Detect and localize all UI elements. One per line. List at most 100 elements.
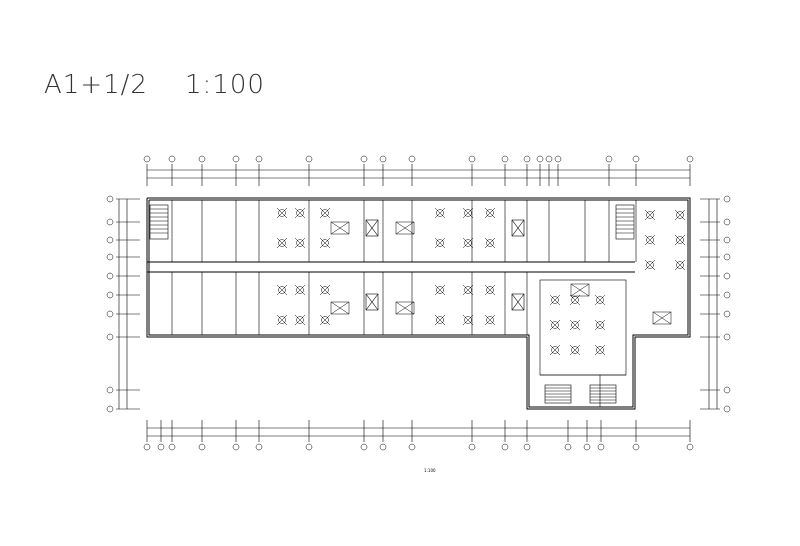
desk-pod bbox=[569, 344, 581, 356]
desk-pod-arm bbox=[569, 319, 581, 331]
desk-pod-arm bbox=[434, 237, 446, 249]
axis-bubble bbox=[408, 155, 416, 163]
desk-pod bbox=[294, 207, 306, 219]
axis-bubble bbox=[632, 443, 640, 451]
axis-bubble bbox=[255, 443, 263, 451]
side-dimension-lines bbox=[116, 198, 720, 410]
axis-bubble bbox=[554, 155, 562, 163]
desk-pod-hub bbox=[278, 316, 286, 324]
stair-elevator-cores bbox=[149, 204, 635, 404]
desk-pod-hub bbox=[436, 209, 444, 217]
desk-pod bbox=[319, 237, 331, 249]
desk-pod-hub bbox=[486, 286, 494, 294]
grid-axis-bubbles bbox=[106, 155, 731, 451]
desk-pod-hub bbox=[321, 286, 329, 294]
desk-pod-arm bbox=[674, 259, 686, 271]
axis-bubble bbox=[536, 155, 544, 163]
desk-pod-hub bbox=[646, 236, 654, 244]
desk-pod-arm bbox=[484, 207, 496, 219]
axis-bubble bbox=[468, 443, 476, 451]
desk-pod-hub bbox=[278, 209, 286, 217]
desk-pod bbox=[434, 314, 446, 326]
elevator-mark bbox=[365, 219, 379, 237]
desk-pod bbox=[644, 209, 656, 221]
desk-pod-arm bbox=[644, 234, 656, 246]
desk-pod-arm bbox=[294, 237, 306, 249]
desk-pod bbox=[294, 237, 306, 249]
bottom-dimension-line bbox=[146, 420, 691, 442]
desk-pod bbox=[319, 207, 331, 219]
axis-bubble bbox=[408, 443, 416, 451]
desk-pod-hub bbox=[464, 316, 472, 324]
desk-pod bbox=[462, 237, 474, 249]
desk-pod-hub bbox=[278, 286, 286, 294]
axis-bubble bbox=[168, 443, 176, 451]
meeting-table bbox=[395, 221, 415, 235]
meeting-table-mark bbox=[330, 301, 350, 315]
desk-pod-arm bbox=[549, 294, 561, 306]
desk-pod bbox=[549, 294, 561, 306]
desk-pod bbox=[569, 294, 581, 306]
axis-bubble bbox=[723, 218, 731, 226]
axis-bubble bbox=[597, 443, 605, 451]
desk-pod-hub bbox=[596, 296, 604, 304]
axis-bubble bbox=[305, 155, 313, 163]
desk-pod-arm bbox=[644, 259, 656, 271]
desk-pod-arm bbox=[434, 207, 446, 219]
meeting-table bbox=[652, 311, 672, 325]
desk-pod-arm bbox=[462, 314, 474, 326]
elevator-core bbox=[365, 219, 379, 237]
elevator-core bbox=[511, 219, 525, 237]
meeting-table-mark bbox=[570, 283, 590, 297]
desk-pod bbox=[674, 209, 686, 221]
axis-bubble bbox=[686, 155, 694, 163]
desk-pod bbox=[294, 314, 306, 326]
meeting-table-outline bbox=[330, 221, 350, 235]
desk-pod-arm bbox=[434, 284, 446, 296]
sheet-size-scale-label: A1+1/2 1:100 bbox=[44, 70, 265, 100]
desk-pod-hub bbox=[646, 211, 654, 219]
meeting-table-outline bbox=[652, 311, 672, 325]
stair-core bbox=[149, 204, 169, 240]
axis-bubble bbox=[106, 236, 114, 244]
axis-bubble bbox=[686, 443, 694, 451]
meeting-table bbox=[330, 301, 350, 315]
stair-core bbox=[544, 384, 572, 404]
exterior-wall bbox=[146, 197, 691, 410]
desk-pod-hub bbox=[321, 209, 329, 217]
axis-bubble bbox=[501, 443, 509, 451]
desk-pod-arm bbox=[594, 294, 606, 306]
furniture-clusters bbox=[276, 207, 686, 356]
desk-pod-hub bbox=[551, 296, 559, 304]
desk-pod-hub bbox=[571, 321, 579, 329]
axis-bubble bbox=[723, 310, 731, 318]
desk-pod bbox=[644, 234, 656, 246]
axis-bubble bbox=[360, 443, 368, 451]
desk-pod bbox=[594, 344, 606, 356]
desk-pod-hub bbox=[321, 239, 329, 247]
desk-pod-hub bbox=[676, 236, 684, 244]
axis-bubble bbox=[723, 253, 731, 261]
desk-pod-arm bbox=[319, 284, 331, 296]
desk-pod-arm bbox=[294, 284, 306, 296]
desk-pod-hub bbox=[296, 316, 304, 324]
meeting-table-mark bbox=[395, 221, 415, 235]
axis-bubble bbox=[143, 155, 151, 163]
axis-bubble bbox=[106, 405, 114, 413]
axis-bubble bbox=[468, 155, 476, 163]
desk-pod-arm bbox=[319, 207, 331, 219]
elevator-core bbox=[365, 293, 379, 311]
desk-pod-hub bbox=[278, 239, 286, 247]
axis-bubble bbox=[106, 253, 114, 261]
desk-pod bbox=[434, 284, 446, 296]
desk-pod-arm bbox=[569, 344, 581, 356]
axis-bubble bbox=[106, 272, 114, 280]
axis-bubble bbox=[255, 155, 263, 163]
axis-bubble bbox=[545, 155, 553, 163]
axis-bubble bbox=[523, 155, 531, 163]
desk-pod-arm bbox=[276, 237, 288, 249]
desk-pod bbox=[462, 284, 474, 296]
axis-bubble bbox=[723, 195, 731, 203]
desk-pod-hub bbox=[596, 321, 604, 329]
desk-pod-hub bbox=[551, 321, 559, 329]
